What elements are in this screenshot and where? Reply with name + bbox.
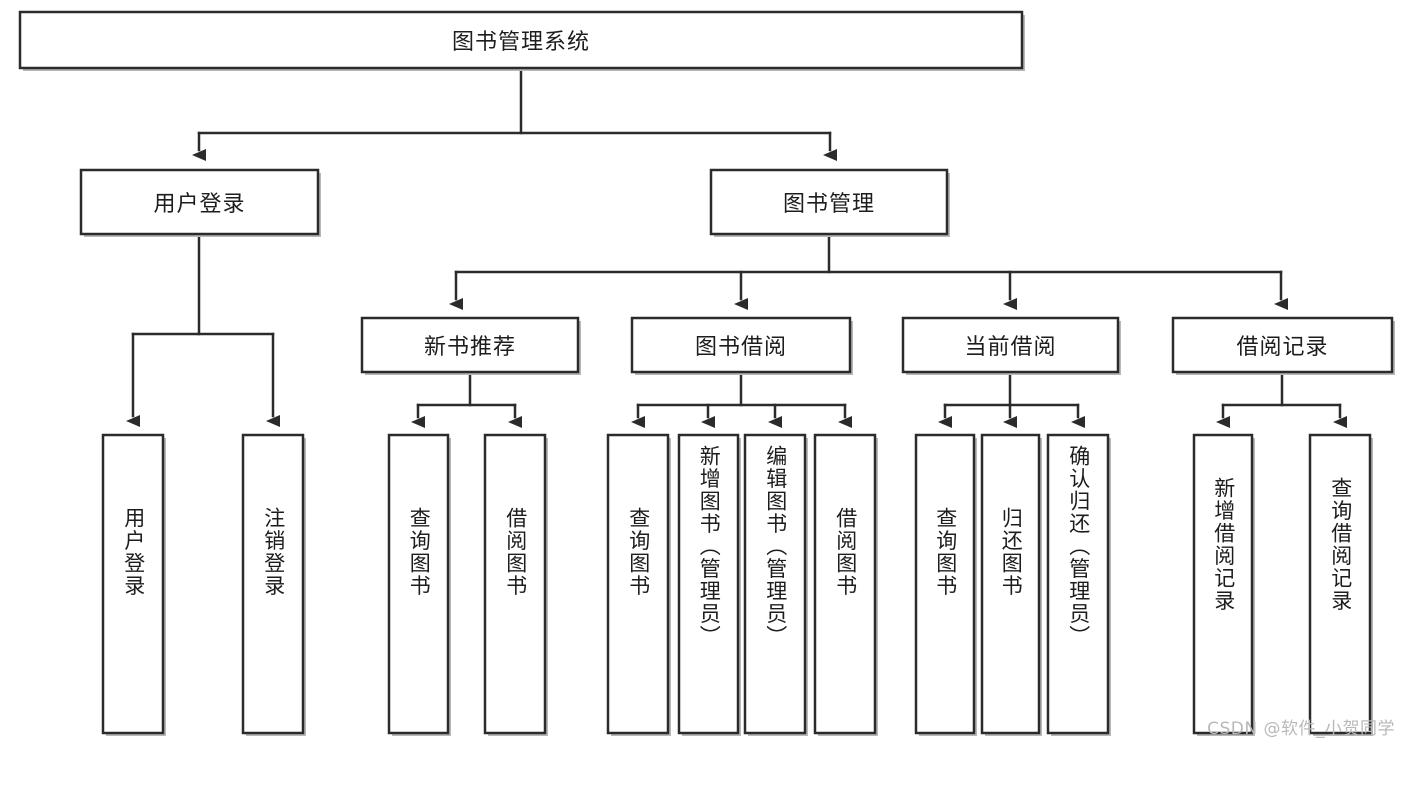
node-box-layer	[18, 10, 1395, 736]
node-box-leaf-query-book-current[interactable]	[914, 433, 976, 735]
node-box-leaf-borrow-book-recommend[interactable]	[483, 433, 547, 735]
node-box-leaf-query-borrow-record[interactable]	[1308, 433, 1372, 735]
node-box-leaf-edit-book-admin[interactable]	[743, 433, 807, 735]
node-box-borrow-record[interactable]	[1171, 316, 1394, 374]
node-box-leaf-return-book[interactable]	[980, 433, 1041, 735]
diagram-canvas	[18, 10, 1395, 736]
node-box-user-login[interactable]	[79, 168, 320, 236]
node-box-leaf-user-login[interactable]	[101, 433, 165, 735]
node-box-leaf-borrow-book[interactable]	[813, 433, 877, 735]
node-box-leaf-confirm-return-admin[interactable]	[1046, 433, 1110, 735]
node-box-book-borrow[interactable]	[630, 316, 852, 374]
node-box-leaf-add-book-admin[interactable]	[677, 433, 740, 735]
connector-layer	[126, 66, 1347, 428]
node-box-current-borrow[interactable]	[901, 316, 1120, 374]
node-box-new-book-recommend[interactable]	[360, 316, 580, 374]
node-box-leaf-user-logout[interactable]	[241, 433, 305, 735]
node-box-leaf-query-book-borrow[interactable]	[606, 433, 670, 735]
node-box-leaf-add-borrow-record[interactable]	[1192, 433, 1254, 735]
flowchart-diagram: 图书管理系统 用户登录 图书管理 新书推荐 图书借阅 当前借阅 借阅记录 用户登…	[18, 10, 1395, 739]
watermark-text: CSDN @软件_小贺同学	[1207, 719, 1395, 739]
node-box-leaf-query-book-recommend[interactable]	[387, 433, 450, 735]
node-box-book-management[interactable]	[709, 168, 949, 236]
node-box-root[interactable]	[18, 10, 1024, 70]
